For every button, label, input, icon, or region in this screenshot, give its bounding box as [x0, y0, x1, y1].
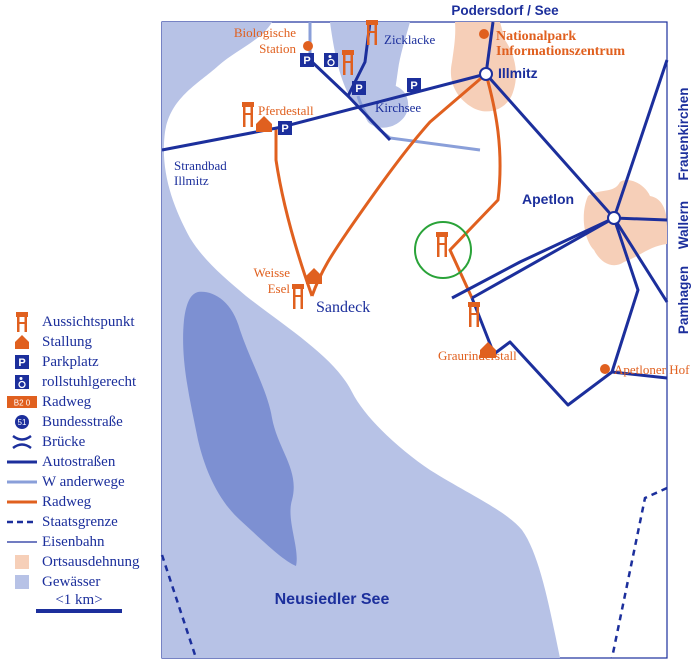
nationalpark-dot — [479, 29, 489, 39]
label-weisse-esel-1: Weisse — [254, 265, 291, 280]
parking-icon: P P P P — [278, 53, 421, 135]
label-apetlon: Apetlon — [522, 191, 574, 207]
label-weisse-esel-2: Esel — [268, 281, 291, 296]
legend-item: B2 0 Radweg — [6, 392, 91, 412]
svg-text:B2 0: B2 0 — [14, 399, 31, 408]
parking-icon: P — [15, 355, 29, 369]
lake-deep-zone — [183, 291, 297, 566]
svg-text:P: P — [410, 80, 417, 92]
label-strandbad-2: Illmitz — [174, 173, 209, 188]
federal-road-icon: 51 — [15, 415, 29, 429]
label-wallern: Wallern — [676, 201, 691, 249]
legend-item: Eisenbahn — [6, 532, 104, 552]
legend-item: Staatsgrenze — [6, 512, 118, 532]
wheelchair-icon — [324, 53, 338, 67]
legend-label: Autostraßen — [42, 453, 116, 470]
label-sandeck: Sandeck — [316, 299, 370, 316]
label-pferdestall: Pferdestall — [258, 103, 314, 118]
legend-item: Brücke — [6, 432, 85, 452]
svg-text:P: P — [18, 357, 25, 369]
legend-label: Staatsgrenze — [42, 513, 118, 530]
label-illmitz: Illmitz — [498, 65, 538, 81]
railway-icon — [7, 541, 37, 543]
scale-bar: <1 km> — [36, 591, 122, 613]
legend-label: Bundesstraße — [42, 413, 123, 430]
legend-item: Aussichtspunkt — [6, 312, 135, 332]
lookout-tower-icon — [242, 20, 480, 327]
label-kirchsee: Kirchsee — [375, 100, 421, 115]
svg-text:P: P — [281, 123, 288, 135]
settlement-apetlon — [583, 179, 667, 266]
legend-item: Gewässer — [6, 572, 100, 592]
svg-text:P: P — [303, 55, 310, 67]
label-apetloner-hof: Apetloner Hof — [614, 362, 690, 377]
label-frauenkirchen: Frauenkirchen — [676, 87, 691, 180]
state-border — [160, 554, 198, 659]
legend-item: P Parkplatz — [6, 352, 99, 372]
state-border-icon — [7, 520, 37, 524]
scale-bar-line — [36, 608, 122, 613]
apetloner-hof-dot — [600, 364, 610, 374]
legend-label: Radweg — [42, 493, 92, 510]
legend-label: Radweg — [42, 393, 92, 410]
label-nationalpark-2: Informationszentrum — [496, 44, 625, 59]
legend-item: Stallung — [6, 332, 92, 352]
label-podersdorf: Podersdorf / See — [451, 3, 559, 18]
legend-label: Gewässer — [42, 573, 101, 590]
label-graurinderstall: Graurinderstall — [438, 348, 517, 363]
state-border-east — [610, 486, 668, 659]
lookout-tower-icon — [16, 312, 28, 332]
highlight-circle — [414, 221, 472, 279]
legend-label: Parkplatz — [42, 353, 99, 370]
legend-label: Aussichtspunkt — [42, 313, 135, 330]
cycle-routes — [274, 72, 502, 299]
legend-label: Ortsausdehnung — [42, 553, 140, 570]
junction-illmitz — [479, 67, 493, 81]
settlement-area-icon — [15, 555, 29, 569]
label-nationalpark-1: Nationalpark — [496, 29, 576, 44]
label-bio-station-2: Station — [259, 41, 296, 56]
bridge-icon — [12, 435, 32, 449]
junction-apetlon — [607, 211, 621, 225]
scale-label: <1 km> — [55, 591, 103, 608]
legend-item: 51 Bundesstraße — [6, 412, 123, 432]
legend-item: Radweg — [6, 492, 91, 512]
label-bio-station-1: Biologische — [234, 25, 296, 40]
legend-label: Brücke — [42, 433, 86, 450]
water-area-icon — [15, 575, 29, 589]
stable-icon — [256, 116, 496, 358]
legend-label: W anderwege — [42, 473, 125, 490]
legend-item: Autostraßen — [6, 452, 115, 472]
cycle-line-icon — [7, 500, 37, 504]
legend-label: rollstuhlgerecht — [42, 373, 137, 390]
stable-icon — [15, 335, 29, 349]
legend-item: Ortsausdehnung — [6, 552, 140, 572]
legend-label: Eisenbahn — [42, 533, 105, 550]
legend-item: W anderwege — [6, 472, 125, 492]
label-lake: Neusiedler See — [275, 591, 390, 608]
bio-station-dot — [303, 41, 313, 51]
wheelchair-icon — [15, 375, 29, 389]
legend-item: rollstuhlgerecht — [6, 372, 136, 392]
label-pamhagen: Pamhagen — [676, 266, 691, 334]
cycle-route-number-icon: B2 0 — [7, 396, 37, 408]
kirchsee-water — [363, 84, 409, 128]
label-zicklacke: Zicklacke — [384, 32, 435, 47]
hiking-line-icon — [7, 480, 37, 484]
label-strandbad-1: Strandbad — [174, 158, 227, 173]
legend-label: Stallung — [42, 333, 93, 350]
svg-text:51: 51 — [18, 418, 27, 427]
svg-text:P: P — [355, 83, 362, 95]
road-line-icon — [7, 460, 37, 464]
